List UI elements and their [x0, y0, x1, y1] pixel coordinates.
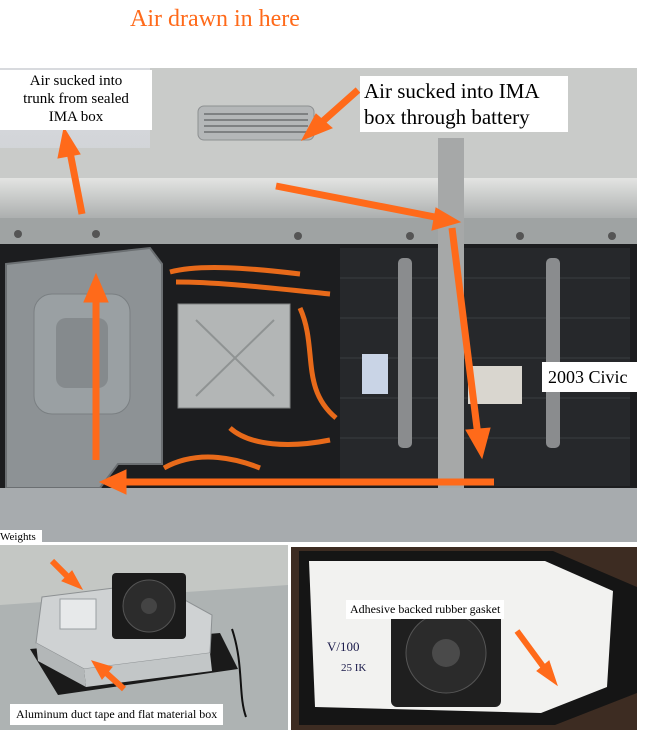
fan-icon [432, 639, 460, 667]
fan-icon [112, 573, 186, 639]
trunk-air-label: Air sucked into trunk from sealed IMA bo… [0, 70, 152, 130]
box-caption-label: Aluminum duct tape and flat material box [10, 704, 224, 725]
orange-cables [162, 265, 338, 471]
page-title: Air drawn in here [130, 6, 300, 32]
handwriting-line-1: V/100 [327, 639, 360, 654]
power-cable [231, 628, 247, 718]
trunk-illustration [0, 68, 637, 542]
right-photo: V/100 25 IK [291, 547, 637, 730]
upper-trim-panel [0, 178, 637, 222]
trunk-air-label-line-2: trunk from sealed [23, 91, 129, 107]
ima-air-label: Air sucked into IMA box through battery [360, 76, 568, 132]
ima-cover [5, 246, 163, 489]
handwriting-line-2: 25 IK [341, 662, 366, 674]
left-photo [0, 545, 288, 730]
vent-grille [197, 105, 315, 141]
trunk-air-label-line-3: IMA box [48, 109, 104, 125]
main-photo [0, 68, 637, 542]
ima-air-label-line-1: Air sucked into IMA [364, 79, 540, 103]
car-model-label: 2003 Civic [542, 362, 654, 392]
seat-belt [438, 138, 464, 542]
gasket-box-illustration: V/100 25 IK [291, 547, 637, 730]
gasket-label: Adhesive backed rubber gasket [346, 600, 505, 619]
control-unit [177, 303, 291, 409]
airflow-arrows [57, 87, 494, 495]
weight-block [59, 598, 97, 630]
fan-box-illustration [0, 545, 288, 730]
ima-air-label-line-2: box through battery [364, 105, 530, 129]
bumper-panel [0, 488, 637, 542]
weights-label: Weights [0, 530, 42, 545]
trunk-air-label-line-1: Air sucked into [29, 73, 123, 89]
mounting-bar [0, 218, 637, 246]
